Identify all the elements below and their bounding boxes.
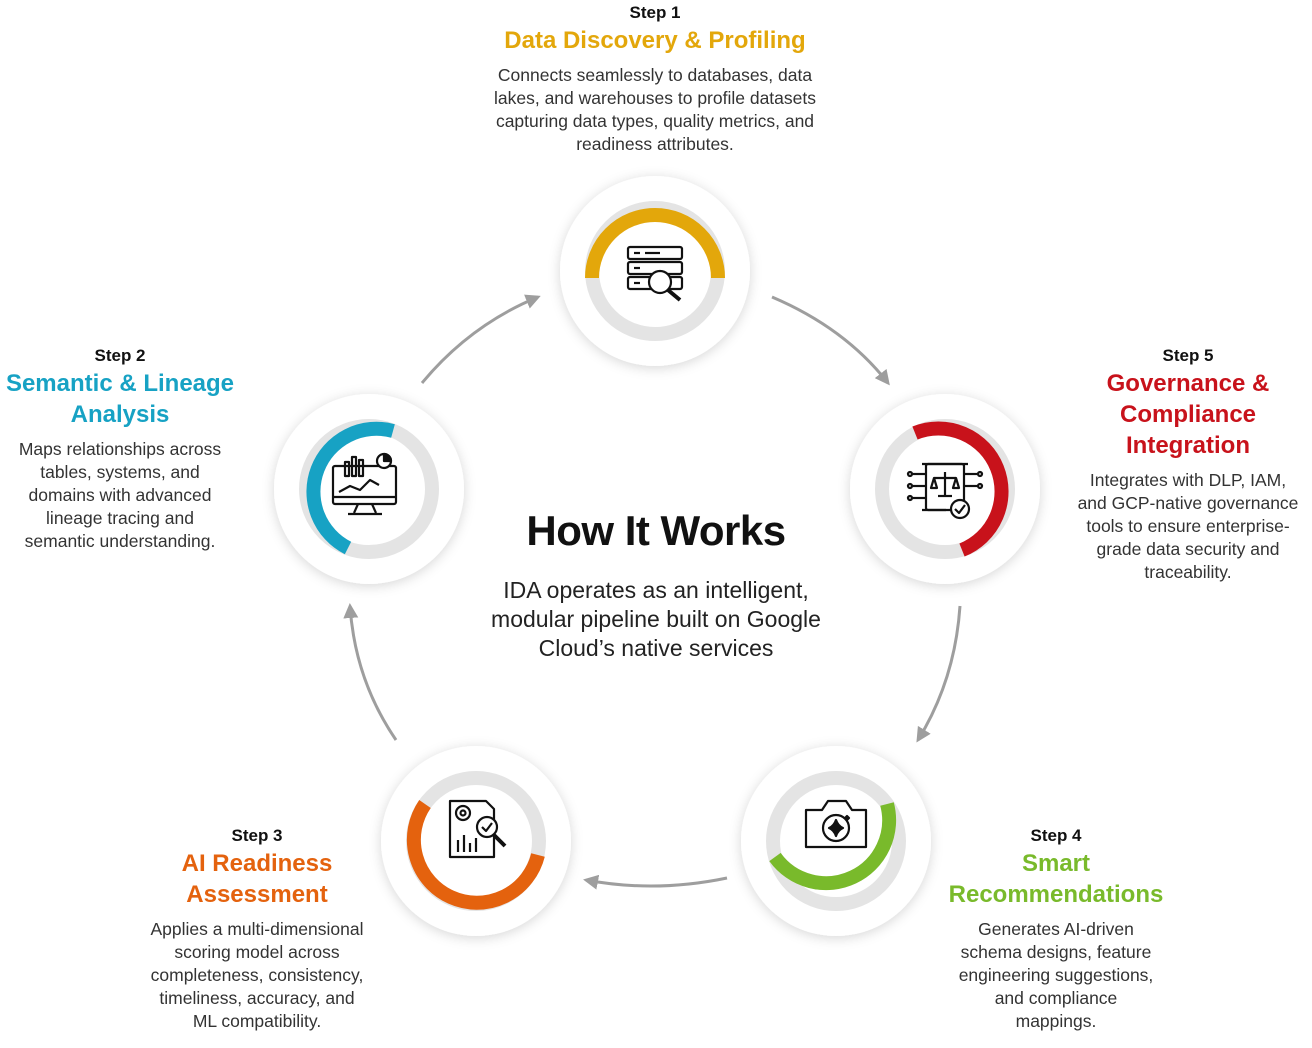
monitor-analytics-icon	[331, 452, 398, 516]
center-title: How It Works	[526, 507, 786, 554]
step1-desc-line: Connects seamlessly to databases, data	[497, 65, 813, 85]
step5-desc-line: and GCP-native governance	[1077, 493, 1299, 513]
step3-progress-arc	[406, 800, 545, 910]
step3-desc-line: scoring model across	[174, 942, 340, 962]
arrow-step3-to-step2	[343, 603, 398, 741]
step5-progress-arc	[912, 421, 1009, 557]
step4-desc-line: schema designs, feature	[960, 942, 1152, 962]
step2-desc-line: Maps relationships across	[18, 439, 222, 459]
step3-title-line: AI Readiness	[181, 850, 333, 877]
step3-description: Applies a multi-dimensional scoring mode…	[122, 918, 392, 1033]
arrow-step5-to-step4	[916, 605, 962, 743]
step4-title: Smart Recommendations	[921, 848, 1191, 910]
step2-title-line: Semantic & Lineage	[5, 370, 235, 397]
step4-progress-arc	[769, 802, 897, 891]
step4-desc-line: and compliance	[994, 988, 1118, 1008]
step5-desc-line: traceability.	[1144, 562, 1232, 582]
step2-desc-line: domains with advanced	[28, 485, 212, 505]
arrow-step1-to-step5	[771, 295, 890, 386]
step5-title-line: Governance &	[1106, 370, 1270, 397]
step5-description: Integrates with DLP, IAM, and GCP-native…	[1064, 469, 1312, 584]
step4-node	[741, 746, 931, 936]
step4-description: Generates AI-driven schema designs, feat…	[921, 918, 1191, 1033]
step3-desc-line: ML compatibility.	[192, 1011, 322, 1031]
step1-desc-line: readiness attributes.	[576, 134, 734, 154]
step1-desc-line: capturing data types, quality metrics, a…	[495, 111, 815, 131]
step3-desc-line: completeness, consistency,	[150, 965, 364, 985]
compliance-scale-chip-icon	[906, 462, 984, 520]
step2-label: Step 2	[94, 346, 146, 365]
step1-label: Step 1	[629, 3, 681, 22]
step2-title: Semantic & Lineage Analysis	[0, 368, 240, 430]
step2-title-line: Analysis	[70, 401, 170, 428]
step4-desc-line: Generates AI-driven	[978, 919, 1134, 939]
step3-title-line: Assessment	[186, 881, 328, 908]
step5-node	[850, 394, 1040, 584]
step1-progress-arc	[585, 208, 725, 279]
step5-title-line: Integration	[1126, 432, 1250, 459]
step4-label: Step 4	[1030, 826, 1082, 845]
step3-desc-line: Applies a multi-dimensional	[150, 919, 364, 939]
step5-title: Governance & Compliance Integration	[1064, 368, 1312, 461]
arrow-step4-to-step3	[583, 874, 728, 890]
step2-desc-line: lineage tracing and	[46, 508, 194, 528]
step4-desc-line: engineering suggestions,	[958, 965, 1154, 985]
step5-label: Step 5	[1162, 346, 1214, 365]
center-subtitle-line: modular pipeline built on Google	[491, 606, 821, 632]
step5-desc-line: grade data security and	[1096, 539, 1280, 559]
step2-desc-line: tables, systems, and	[40, 462, 200, 482]
center-subtitle-line: IDA operates as an intelligent,	[503, 577, 809, 603]
step4-desc-line: mappings.	[1015, 1011, 1097, 1031]
step2-node	[274, 394, 464, 584]
step3-title: AI Readiness Assessment	[122, 848, 392, 910]
step2-desc-line: semantic understanding.	[24, 531, 216, 551]
step1-title-line: Data Discovery & Profiling	[504, 27, 806, 54]
step1-node	[560, 176, 750, 366]
database-search-icon	[626, 245, 684, 302]
step3-node	[381, 746, 571, 936]
ai-camera-sparkle-icon	[804, 799, 868, 849]
center-subtitle: IDA operates as an intelligent, modular …	[446, 576, 866, 663]
step5-desc-line: tools to ensure enterprise-	[1086, 516, 1290, 536]
step3-text: Step 3 AI Readiness Assessment Applies a…	[122, 826, 392, 1033]
step5-desc-line: Integrates with DLP, IAM,	[1089, 470, 1287, 490]
report-gear-search-icon	[448, 799, 507, 859]
step4-title-line: Recommendations	[948, 881, 1164, 908]
step2-progress-arc	[306, 421, 395, 555]
step5-title-line: Compliance	[1119, 401, 1257, 428]
flow-arrows	[343, 294, 962, 890]
arrow-step2-to-step1	[420, 294, 541, 384]
step3-desc-line: timeliness, accuracy, and	[159, 988, 355, 1008]
step2-description: Maps relationships across tables, system…	[0, 438, 240, 553]
step4-text: Step 4 Smart Recommendations Generates A…	[921, 826, 1191, 1033]
center-subtitle-line: Cloud’s native services	[538, 635, 774, 661]
step1-desc-line: lakes, and warehouses to profile dataset…	[494, 88, 816, 108]
step1-title: Data Discovery & Profiling	[455, 25, 855, 56]
step1-text: Step 1 Data Discovery & Profiling Connec…	[455, 3, 855, 156]
step2-text: Step 2 Semantic & Lineage Analysis Maps …	[0, 346, 240, 553]
step3-label: Step 3	[231, 826, 283, 845]
step1-description: Connects seamlessly to databases, data l…	[455, 64, 855, 156]
step4-title-line: Smart	[1021, 850, 1091, 877]
step5-text: Step 5 Governance & Compliance Integrati…	[1064, 346, 1312, 584]
